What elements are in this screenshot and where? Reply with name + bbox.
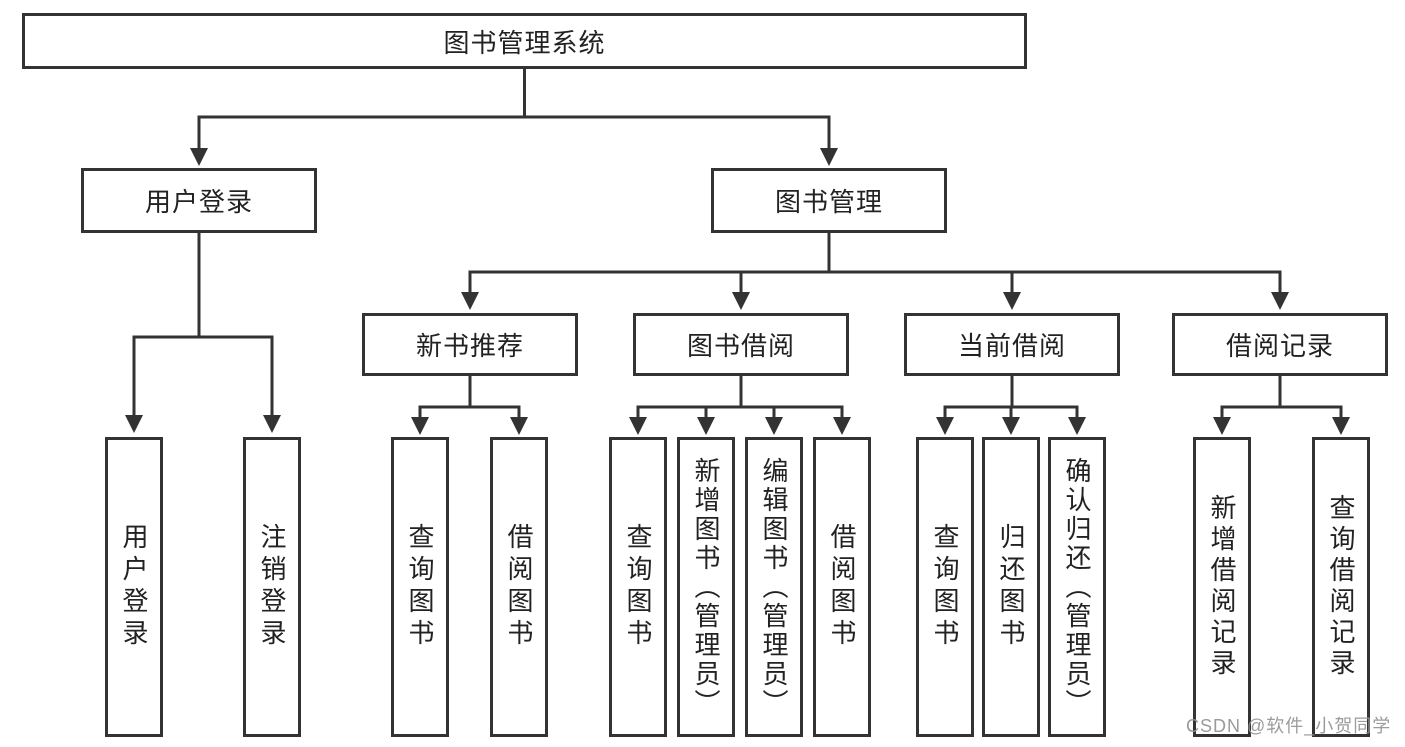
node-return-book: 归还图书: [982, 437, 1040, 737]
node-label: 编辑图书（管理员）: [759, 456, 789, 718]
node-book-borrow: 图书借阅: [633, 313, 849, 376]
connector-userlogin-bracket: [132, 335, 274, 415]
node-label: 借阅图书: [504, 523, 534, 651]
node-borrow-books: 借阅图书: [813, 437, 871, 737]
arrow-down-icon: [697, 417, 715, 435]
node-label: 图书管理: [774, 187, 883, 217]
node-add-book-admin: 新增图书（管理员）: [677, 437, 735, 737]
node-label: 用户登录: [119, 523, 149, 651]
arrow-down-icon: [833, 417, 851, 435]
arrow-down-icon: [125, 415, 143, 433]
node-book-management: 图书管理: [711, 168, 947, 233]
node-label: 借阅图书: [827, 523, 857, 651]
connector-bookborrow-bracket: [636, 405, 844, 418]
csdn-watermark: CSDN @软件_小贺同学: [1186, 716, 1392, 736]
node-label: 查询借阅记录: [1326, 494, 1356, 680]
arrow-down-icon: [411, 417, 429, 435]
node-label: 用户登录: [144, 187, 253, 217]
node-label: 查询图书: [623, 523, 653, 651]
node-query-books: 查询图书: [609, 437, 667, 737]
connector-level3-bracket: [468, 270, 1282, 292]
node-user-login-leaf: 用户登录: [105, 437, 163, 737]
node-new-book-recommend: 新书推荐: [362, 313, 578, 376]
connector-currentborrow-bracket: [943, 405, 1079, 418]
node-label: 图书管理系统: [443, 27, 606, 58]
node-label: 归还图书: [996, 523, 1026, 651]
node-query-books: 查询图书: [391, 437, 449, 737]
node-label: 新增图书（管理员）: [691, 456, 721, 718]
node-query-borrow-record: 查询借阅记录: [1312, 437, 1370, 737]
connector-borrowrecord-bracket: [1220, 405, 1343, 418]
arrow-down-icon: [765, 417, 783, 435]
node-add-borrow-record: 新增借阅记录: [1193, 437, 1251, 737]
arrow-down-icon: [510, 417, 528, 435]
node-query-books: 查询图书: [916, 437, 974, 737]
arrow-down-icon: [1068, 417, 1086, 435]
arrow-down-icon: [1271, 292, 1289, 310]
arrow-down-icon: [820, 148, 838, 166]
node-user-login: 用户登录: [81, 168, 317, 233]
node-library-system: 图书管理系统: [22, 13, 1027, 69]
connector-level2-bracket: [197, 115, 831, 150]
arrow-down-icon: [1002, 417, 1020, 435]
arrow-down-icon: [1332, 417, 1350, 435]
node-borrow-records: 借阅记录: [1172, 313, 1388, 376]
node-label: 注销登录: [257, 523, 287, 651]
arrow-down-icon: [936, 417, 954, 435]
node-edit-book-admin: 编辑图书（管理员）: [745, 437, 803, 737]
node-borrow-books: 借阅图书: [490, 437, 548, 737]
node-label: 当前借阅: [957, 331, 1066, 361]
node-label: 新增借阅记录: [1207, 494, 1237, 680]
arrow-down-icon: [732, 292, 750, 310]
node-label: 新书推荐: [415, 331, 524, 361]
arrow-down-icon: [190, 148, 208, 166]
arrow-down-icon: [461, 292, 479, 310]
node-label: 查询图书: [405, 523, 435, 651]
node-label: 图书借阅: [686, 331, 795, 361]
node-label: 确认归还（管理员）: [1062, 456, 1092, 718]
node-confirm-return-admin: 确认归还（管理员）: [1048, 437, 1106, 737]
arrow-down-icon: [1213, 417, 1231, 435]
node-logout: 注销登录: [243, 437, 301, 737]
arrow-down-icon: [263, 415, 281, 433]
node-current-borrow: 当前借阅: [904, 313, 1120, 376]
node-label: 查询图书: [930, 523, 960, 651]
connector-newbook-bracket: [418, 405, 521, 418]
arrow-down-icon: [1003, 292, 1021, 310]
arrow-down-icon: [629, 417, 647, 435]
node-label: 借阅记录: [1225, 331, 1334, 361]
